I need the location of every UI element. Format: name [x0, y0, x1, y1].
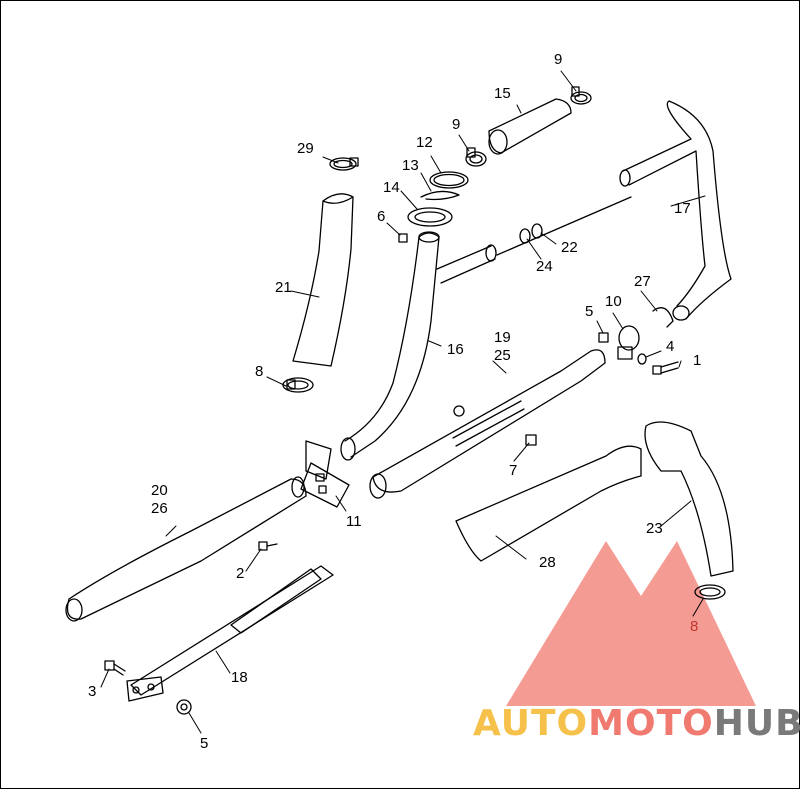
- hose-shield-15: [488, 98, 572, 155]
- callout-9-upper: 9: [554, 51, 563, 68]
- callout-10: 10: [605, 293, 622, 310]
- callout-15: 15: [494, 85, 511, 102]
- callout-11: 11: [346, 513, 362, 530]
- clamp-11: [300, 440, 350, 508]
- heat-shield-28: [455, 445, 642, 562]
- callout-18: 18: [231, 669, 248, 686]
- leader-lines: [100, 70, 706, 734]
- ring-12: [429, 171, 469, 189]
- nut-6: [398, 233, 408, 243]
- watermark-logo-mark: [506, 541, 756, 706]
- callout-8-left: 8: [255, 363, 264, 380]
- washer-4: [637, 353, 647, 365]
- callout-13: 13: [402, 157, 419, 174]
- watermark-auto: AUTO: [473, 703, 589, 744]
- gasket-14: [407, 207, 453, 227]
- bracket-18: [126, 565, 334, 702]
- callout-9-lower: 9: [452, 116, 461, 133]
- callout-4: 4: [666, 338, 675, 355]
- bolt-3: [104, 660, 126, 676]
- nut-7: [525, 434, 537, 446]
- callout-1: 1: [693, 352, 702, 369]
- callout-21: 21: [275, 279, 292, 296]
- clamp-8-right: [694, 584, 726, 600]
- callout-22: 22: [561, 239, 578, 256]
- nut-5-right: [598, 332, 609, 343]
- muffler-19: [369, 349, 606, 499]
- head-pipe-16: [340, 231, 440, 461]
- callout-24: 24: [536, 258, 553, 275]
- callout-17: 17: [674, 200, 691, 217]
- callout-2: 2: [236, 565, 245, 582]
- callout-26: 26: [151, 500, 168, 517]
- watermark-moto: MOTO: [588, 703, 714, 744]
- clamp-9-lower: [465, 147, 487, 167]
- callout-6: 6: [377, 208, 386, 225]
- watermark-hub: HUB: [713, 703, 800, 744]
- callout-28: 28: [539, 554, 556, 571]
- callout-23: 23: [646, 520, 663, 537]
- ring-13: [420, 190, 460, 201]
- callout-12: 12: [416, 134, 433, 151]
- callout-25: 25: [494, 347, 511, 364]
- watermark-wordmark: AUTOMOTOHUB: [473, 706, 800, 742]
- clamp-29: [329, 157, 359, 171]
- callout-27: 27: [634, 273, 651, 290]
- callout-5-right: 5: [585, 303, 594, 320]
- callout-14: 14: [383, 179, 400, 196]
- clamp-10: [617, 325, 640, 360]
- heat-shield-23: [644, 421, 734, 577]
- muffler-20: [65, 476, 307, 622]
- callout-3: 3: [88, 683, 97, 700]
- callout-20: 20: [151, 482, 168, 499]
- callout-29: 29: [297, 140, 314, 157]
- callout-19: 19: [494, 329, 511, 346]
- crossover-pipe: [436, 196, 632, 284]
- heat-shield-21: [292, 193, 354, 367]
- callout-16: 16: [447, 341, 464, 358]
- bolt-2: [258, 541, 278, 551]
- head-pipe-17: [619, 100, 732, 321]
- clip-27: [652, 307, 674, 328]
- callout-5-lower: 5: [200, 735, 209, 752]
- callout-7: 7: [509, 462, 518, 479]
- nut-5-lower: [176, 699, 192, 715]
- bolt-1: [652, 361, 679, 375]
- clamp-8-left: [282, 377, 314, 393]
- clamp-9-upper: [570, 86, 592, 105]
- callout-8-right: 8: [690, 618, 699, 635]
